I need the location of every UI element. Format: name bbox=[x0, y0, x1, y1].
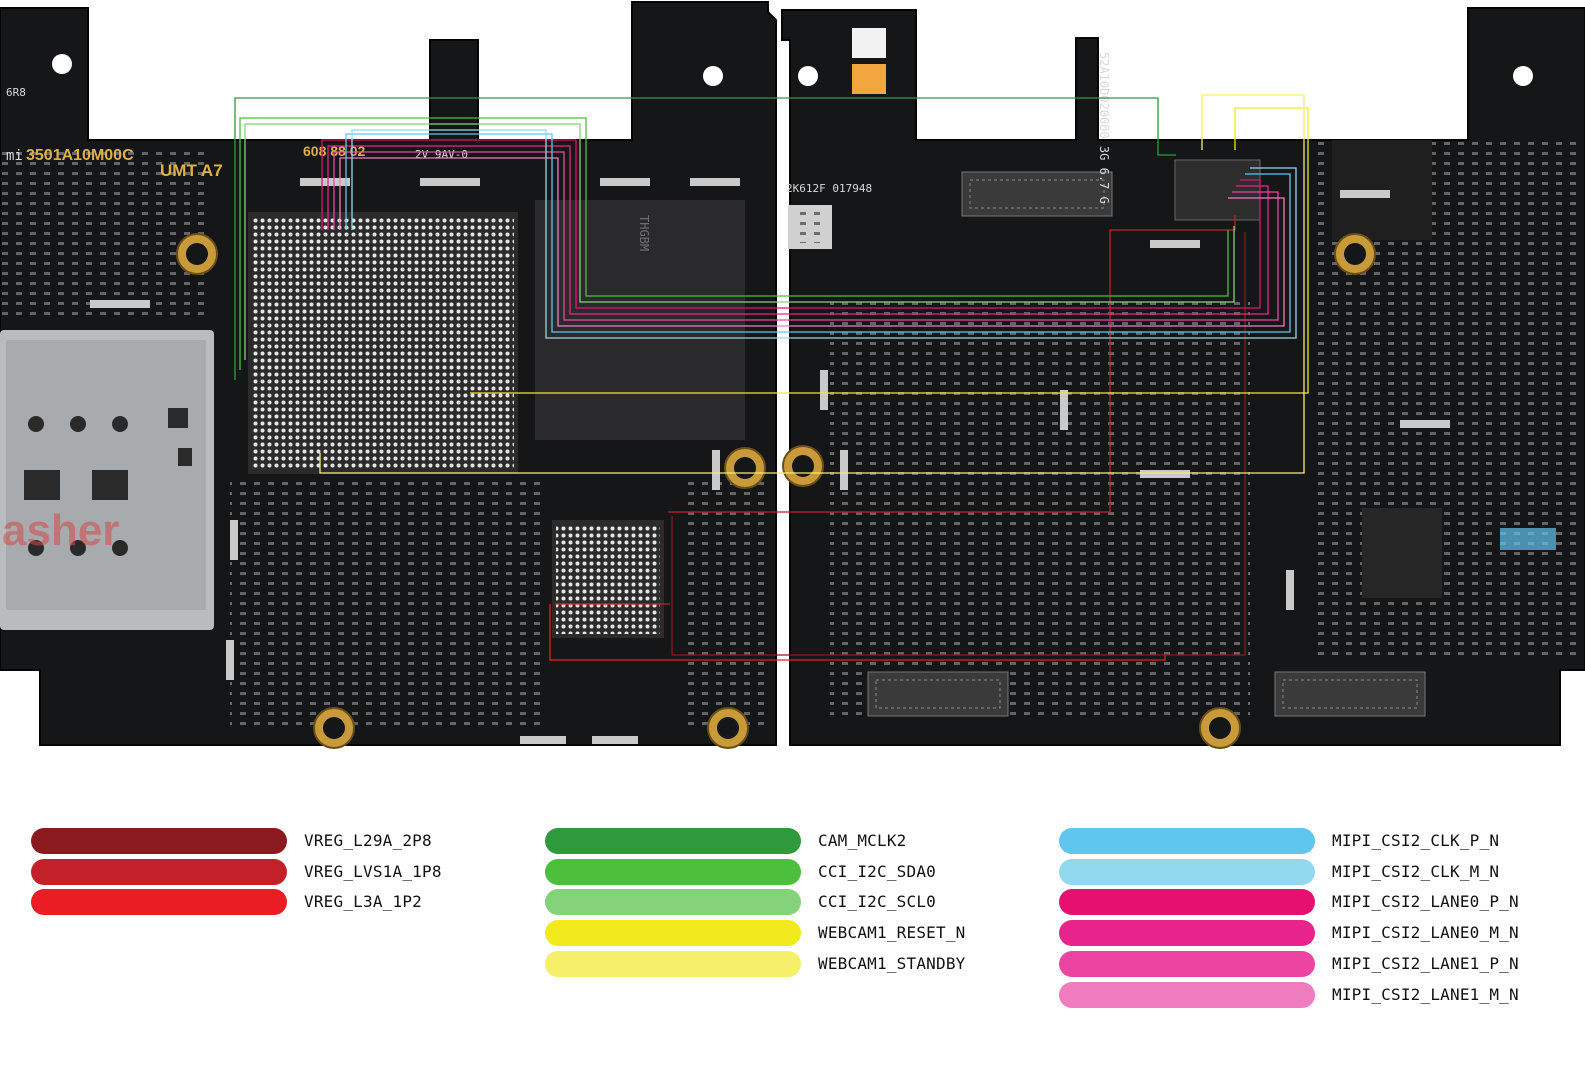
legend-label: MIPI_CSI2_LANE0_M_N bbox=[1332, 923, 1519, 942]
legend-swatch bbox=[31, 859, 287, 885]
legend-label: CCI_I2C_SCL0 bbox=[818, 892, 936, 911]
legend-label: MIPI_CSI2_LANE0_P_N bbox=[1332, 892, 1519, 911]
legend-label: MIPI_CSI2_CLK_M_N bbox=[1332, 862, 1500, 881]
watermark-text: asher bbox=[2, 506, 119, 555]
legend-swatch bbox=[1059, 951, 1315, 977]
mounting-holes bbox=[176, 233, 1376, 749]
trace-group-webcam bbox=[319, 94, 1309, 474]
legend-swatch bbox=[1059, 982, 1315, 1008]
flash-led bbox=[852, 28, 886, 58]
connector-bottom-right bbox=[1274, 671, 1426, 717]
connector-top bbox=[961, 171, 1113, 217]
legend-label: WEBCAM1_STANDBY bbox=[818, 954, 966, 973]
silk-code: 608 88 02 bbox=[303, 143, 365, 159]
legend-swatch bbox=[545, 859, 801, 885]
silk-logo: mi bbox=[6, 148, 23, 164]
silk-chip-mark: 2K612F 017948 bbox=[786, 182, 872, 195]
legend-swatch bbox=[545, 828, 801, 854]
legend-label: MIPI_CSI2_CLK_P_N bbox=[1332, 831, 1500, 850]
legend-swatch bbox=[1059, 920, 1315, 946]
legend-label: VREG_L3A_1P2 bbox=[304, 892, 422, 911]
silk-umt: UMT A7 bbox=[160, 161, 223, 180]
silk-model-right: 52A10D020000 3G 6.7 G bbox=[1097, 52, 1111, 204]
connector-bottom bbox=[867, 671, 1009, 717]
silk-pad-left: 6R8 bbox=[6, 86, 26, 99]
legend-swatch bbox=[31, 828, 287, 854]
legend-label: CCI_I2C_SDA0 bbox=[818, 862, 936, 881]
legend-swatch bbox=[31, 889, 287, 915]
legend-label: VREG_L29A_2P8 bbox=[304, 831, 432, 850]
legend-swatch bbox=[1059, 859, 1315, 885]
legend-swatch bbox=[545, 920, 801, 946]
legend-label: MIPI_CSI2_LANE1_P_N bbox=[1332, 954, 1519, 973]
trace-group-power bbox=[549, 215, 1246, 661]
legend-label: MIPI_CSI2_LANE1_M_N bbox=[1332, 985, 1519, 1004]
camera-connector bbox=[1174, 159, 1261, 221]
trace-group-i2c-clock bbox=[234, 97, 1235, 380]
legend-label: CAM_MCLK2 bbox=[818, 831, 907, 850]
legend-swatch bbox=[545, 951, 801, 977]
pcb-board-diagram: asher THGBM bbox=[0, 1, 1585, 749]
silk-rev: 2V 9AV-0 bbox=[415, 148, 468, 161]
trace-group-mipi bbox=[321, 129, 1297, 339]
legend-label: WEBCAM1_RESET_N bbox=[818, 923, 966, 942]
legend-swatch bbox=[545, 889, 801, 915]
memory-chip-mark: THGBM bbox=[637, 215, 651, 251]
legend-swatch bbox=[1059, 889, 1315, 915]
legend-label: VREG_LVS1A_1P8 bbox=[304, 862, 442, 881]
legend-swatch bbox=[1059, 828, 1315, 854]
ic-right bbox=[1362, 508, 1442, 598]
silk-model-left: 3501A10M00C bbox=[26, 147, 134, 164]
